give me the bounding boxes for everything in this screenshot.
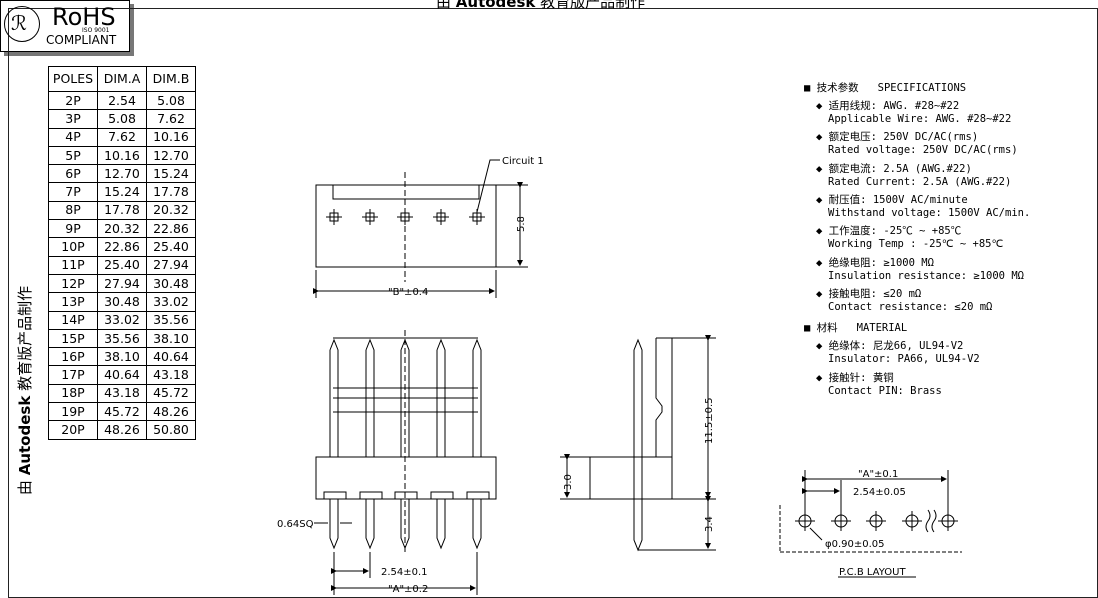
spec-item-en: Rated Current: 2.5A (AWG.#22) [828, 175, 1012, 188]
spec-item-cn: ◆ 接触电阻: ≤20 mΩ [816, 287, 922, 300]
table-cell: 30.48 [146, 273, 196, 294]
table-cell: 35.56 [146, 310, 196, 330]
front-view-pins [329, 338, 482, 550]
table-cell: 10.16 [97, 145, 147, 166]
table-cell: 25.40 [146, 237, 196, 257]
material-heading: ■ 材料 MATERIAL [804, 322, 908, 334]
pitch-label: 2.54±0.1 [381, 567, 428, 578]
pcb-title: P.C.B LAYOUT [839, 567, 906, 578]
table-cell: 18P [48, 383, 98, 404]
spec-item-en: Withstand voltage: 1500V AC/min. [828, 206, 1031, 219]
table-cell: 43.18 [146, 365, 196, 385]
table-cell: 5P [48, 145, 98, 166]
table-cell: 10.16 [146, 127, 196, 147]
pcb-holes [795, 511, 958, 531]
spec-item-en: Applicable Wire: AWG. #28~#22 [828, 113, 1012, 125]
table-cell: 22.86 [97, 237, 147, 257]
front-view-housing [315, 456, 497, 500]
rohs-fine-print: ISO 9001 [82, 27, 110, 34]
pin-sq-label: 0.64SQ [277, 519, 314, 530]
table-cell: 20P [48, 420, 98, 440]
top-view-housing [315, 184, 497, 268]
table-cell: 35.56 [97, 328, 147, 349]
spec-item-cn: ◆ 接触针: 黄铜 [816, 372, 894, 384]
spec-item-en: Insulation resistance: ≥1000 MΩ [828, 269, 1024, 282]
table-header-row: POLES DIM.A DIM.B [48, 66, 196, 92]
pcb-pitch-label: 2.54±0.05 [853, 487, 906, 498]
pcb-a-label: "A"±0.1 [858, 469, 898, 480]
height-30-label: 3.0 [563, 474, 574, 490]
dim-b-label: "B"±0.4 [388, 287, 428, 298]
table-cell: 17.78 [97, 200, 147, 221]
circuit-label: Circuit 1 [502, 156, 544, 167]
spec-item-cn: ◆ 绝缘电阻: ≥1000 MΩ [816, 256, 934, 269]
spec-item-en: Contact PIN: Brass [828, 385, 942, 397]
spec-item-en: Rated voltage: 250V DC/AC(rms) [828, 144, 1018, 157]
spec-item-cn: ◆ 适用线规: AWG. #28~#22 [816, 100, 960, 112]
rohs-title: RoHS [52, 3, 116, 31]
spec-item-cn: ◆ 工作温度: -25℃ ~ +85℃ [816, 225, 962, 238]
rohs-subtitle: COMPLIANT [46, 33, 117, 47]
header-poles: POLES [48, 66, 98, 92]
spec-heading: ■ 技术参数 SPECIFICATIONS [804, 82, 967, 94]
table-cell: 6P [48, 164, 98, 184]
header-dim-b: DIM.B [146, 66, 196, 92]
height-115-label: 11.5±0.5 [704, 397, 715, 444]
spec-item-en: Insulator: PA66, UL94-V2 [828, 353, 980, 365]
table-cell: 5.08 [146, 90, 196, 111]
spec-item-en: Contact resistance: ≤20 mΩ [828, 300, 993, 313]
table-cell: 15.24 [146, 164, 196, 184]
table-cell: 12.70 [97, 164, 147, 184]
spec-item-cn: ◆ 额定电流: 2.5A (AWG.#22) [816, 162, 972, 175]
table-cell: 38.10 [146, 328, 196, 349]
table-cell: 40.64 [146, 347, 196, 367]
height-34-label: 3.4 [704, 516, 715, 532]
watermark-top: 由 Autodesk 教育版产品制作 [436, 0, 646, 11]
table-cell: 11P [48, 255, 98, 275]
table-cell: 7.62 [146, 109, 196, 129]
spec-item-cn: ◆ 耐压值: 1500V AC/minute [816, 193, 968, 206]
top-view-pins [326, 209, 485, 225]
table-cell: 17.78 [146, 182, 196, 202]
spec-item-cn: ◆ 额定电压: 250V DC/AC(rms) [816, 131, 979, 144]
side-view-housing [589, 456, 673, 500]
table-cell: 45.72 [97, 402, 147, 422]
spec-item-en: Working Temp : -25℃ ~ +85℃ [828, 238, 1004, 251]
table-cell: 25.40 [97, 255, 147, 275]
dim-a-label: "A"±0.2 [388, 584, 428, 595]
rohs-badge: ℛ RoHS ISO 9001 COMPLIANT [0, 0, 130, 52]
pcb-hole-label: φ0.90±0.05 [825, 539, 885, 550]
company-logo-icon: ℛ [4, 6, 40, 42]
table-cell: 20.32 [97, 219, 147, 239]
table-cell: 19P [48, 402, 98, 422]
table-cell: 10P [48, 237, 98, 257]
top-view-lock [332, 184, 480, 200]
spec-item-cn: ◆ 绝缘体: 尼龙66, UL94-V2 [816, 340, 964, 352]
table-cell: 45.72 [146, 383, 196, 404]
table-cell: 50.80 [146, 420, 196, 440]
height-58-label: 5.8 [516, 216, 527, 232]
